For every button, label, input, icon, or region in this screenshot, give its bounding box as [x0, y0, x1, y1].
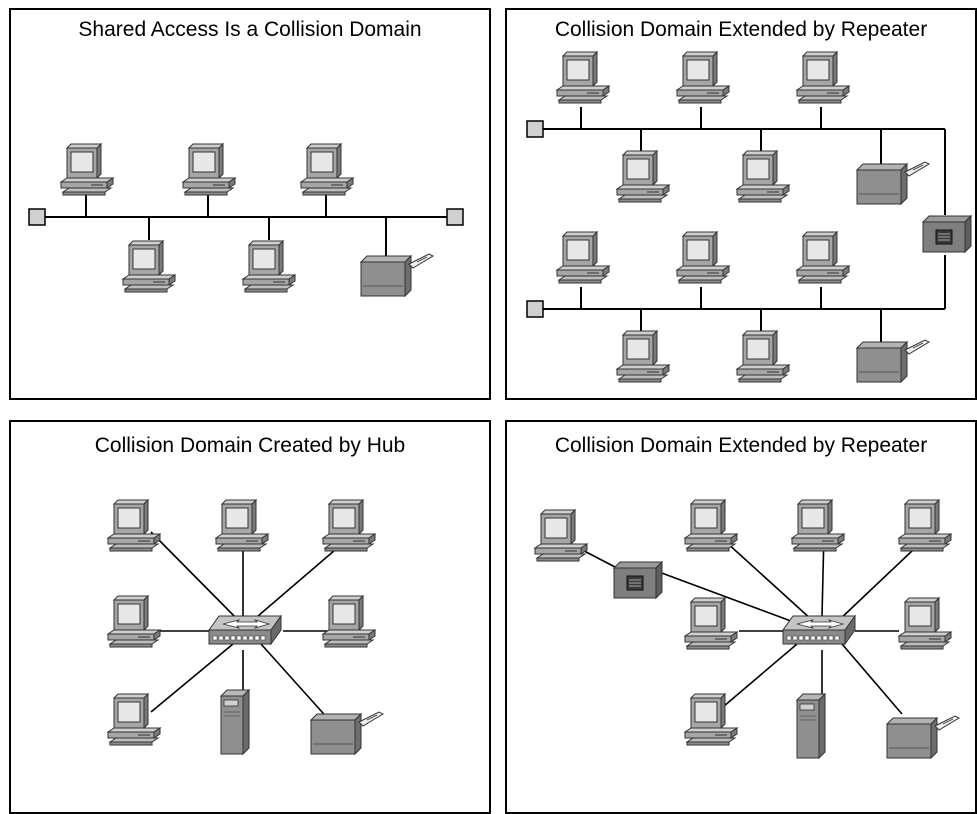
workstation-icon — [616, 150, 670, 203]
workstation-icon — [736, 330, 790, 383]
panel-title: Collision Domain Extended by Repeater — [554, 434, 928, 457]
panel-extended-by-repeater-hub: Collision Domain Extended by Repeater — [505, 420, 977, 814]
workstation-icon — [616, 330, 670, 383]
workstation-icon — [796, 231, 850, 284]
hub-icon — [782, 615, 856, 645]
workstation-icon — [242, 240, 296, 293]
workstation-icon — [122, 240, 176, 293]
bus-topology-diagram — [28, 143, 464, 297]
workstation-icon — [107, 595, 161, 648]
repeater-icon — [613, 561, 663, 599]
workstation-icon — [107, 693, 161, 746]
workstation-icon — [676, 51, 730, 104]
printer-icon — [360, 253, 434, 297]
workstation-icon — [898, 597, 952, 650]
workstation-icon — [60, 143, 114, 196]
panel-title: Collision Domain Created by Hub — [94, 434, 406, 457]
workstation-icon — [182, 143, 236, 196]
hub-icon — [208, 615, 282, 645]
server-icon — [220, 689, 250, 755]
workstation-icon — [215, 499, 269, 552]
terminator-left-icon — [28, 208, 46, 226]
printer-icon — [856, 339, 930, 383]
workstation-icon — [322, 595, 376, 648]
panel-extended-by-repeater-bus: Collision Domain Extended by Repeater — [505, 8, 977, 400]
workstation-icon — [676, 231, 730, 284]
workstation-icon — [684, 597, 738, 650]
panel-title: Shared Access Is a Collision Domain — [78, 18, 422, 41]
repeater-hub-diagram — [534, 499, 960, 759]
workstation-icon — [556, 51, 610, 104]
workstation-icon — [796, 51, 850, 104]
printer-icon — [310, 711, 384, 755]
printer-icon — [856, 161, 930, 205]
server-icon — [796, 693, 826, 759]
workstation-icon — [791, 499, 845, 552]
workstation-icon — [684, 499, 738, 552]
panel-created-by-hub: Collision Domain Created by Hub — [9, 420, 491, 814]
workstation-icon — [300, 143, 354, 196]
workstation-icon — [322, 499, 376, 552]
terminator-icon — [526, 120, 544, 138]
panel-title: Collision Domain Extended by Repeater — [554, 18, 928, 41]
workstation-icon — [556, 231, 610, 284]
workstation-icon — [736, 150, 790, 203]
repeater-icon — [922, 215, 972, 253]
hub-star-diagram — [107, 499, 384, 755]
repeater-bus-diagram — [526, 51, 972, 383]
workstation-icon — [534, 509, 588, 562]
panel-shared-access: Shared Access Is a Collision Domain — [9, 8, 491, 400]
workstation-icon — [107, 499, 161, 552]
workstation-icon — [898, 499, 952, 552]
terminator-right-icon — [446, 208, 464, 226]
printer-icon — [886, 715, 960, 759]
terminator-icon — [526, 300, 544, 318]
